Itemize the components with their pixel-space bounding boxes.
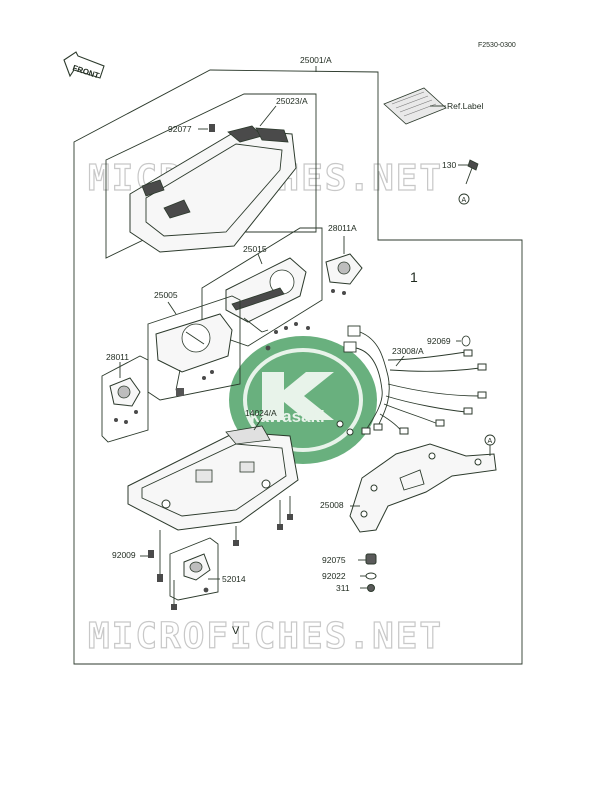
label-14024: 14024/A [245, 408, 277, 418]
label-28011a: 28011A [328, 223, 357, 233]
label-92069: 92069 [427, 336, 451, 346]
bracket-frame-52014 [169, 537, 219, 601]
meter-case [127, 425, 299, 531]
bolt-130: A [458, 159, 479, 205]
label-25005: 25005 [154, 290, 178, 300]
section-mark: 1 [410, 269, 418, 285]
label-92022: 92022 [322, 571, 346, 581]
label-25015: 25015 [243, 244, 267, 254]
front-arrow: FRONT [63, 51, 105, 80]
logo-text: kawasaki [250, 407, 325, 426]
label-25023: 25023/A [276, 96, 308, 106]
diagram-code: F2530-0300 [478, 42, 516, 49]
ref-a-top: A [462, 197, 467, 204]
label-311: 311 [336, 583, 350, 593]
watermark-bottom: MICROFICHES.NET [88, 616, 443, 657]
screw-92009 [140, 550, 154, 558]
sensor-28011 [109, 362, 141, 424]
label-92077: 92077 [168, 124, 192, 134]
meter-cover [129, 125, 297, 253]
bottom-mark: V [232, 625, 240, 637]
nut-311 [360, 584, 375, 592]
ref-label-sticker: Ref.Label [383, 87, 483, 125]
label-52014: 52014 [222, 574, 246, 584]
label-23008: 23008/A [392, 346, 424, 356]
bracket-plate-25008: A [349, 434, 497, 533]
kawasaki-logo: kawasaki [229, 336, 377, 464]
screw-92077 [198, 124, 215, 132]
sensor-frame-28011 [101, 355, 149, 443]
label-28011: 28011 [106, 352, 129, 362]
label-25001: 25001/A [300, 55, 332, 65]
gauge-25005 [155, 313, 233, 396]
gauge-25015 [225, 257, 307, 333]
ref-a-plate: A [488, 438, 493, 445]
bracket-52014 [183, 553, 220, 593]
label-92075: 92075 [322, 555, 346, 565]
damper-92075 [358, 553, 377, 565]
grommet-92069 [456, 335, 471, 347]
wiring-harness [336, 325, 487, 436]
assembly-boundary [73, 69, 523, 665]
washer-92022 [360, 572, 377, 580]
sensor-28011a [325, 236, 363, 295]
cover-frame [105, 93, 317, 259]
label-25008: 25008 [320, 500, 344, 510]
ref-label-text: Ref.Label [447, 101, 483, 111]
label-130: 130 [442, 160, 456, 170]
label-92009: 92009 [112, 550, 136, 560]
